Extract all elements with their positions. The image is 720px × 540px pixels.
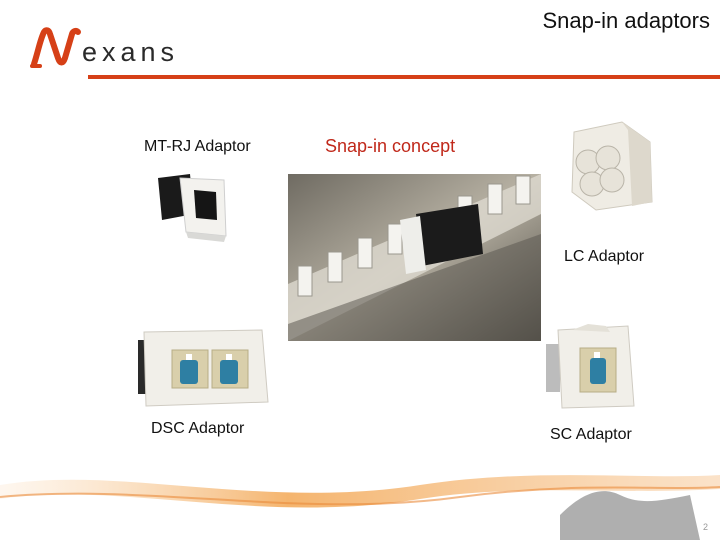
snap-in-concept-photo <box>288 174 541 341</box>
logo-wordmark: exans <box>82 37 180 67</box>
nexans-logo: exans <box>28 24 188 74</box>
lc-label: LC Adaptor <box>564 248 645 265</box>
snap-in-concept-heading: Snap-in concept <box>325 136 456 156</box>
sc-adaptor-image <box>544 320 640 412</box>
mtrj-label: MT-RJ Adaptor <box>144 138 251 155</box>
sc-label: SC Adaptor <box>550 426 632 443</box>
dsc-adaptor-image <box>136 324 272 410</box>
hand-silhouette-icon <box>560 491 700 540</box>
mtrj-adaptor-image <box>150 170 232 245</box>
header-rule <box>88 75 720 79</box>
bottom-wave-decoration <box>0 455 720 540</box>
dsc-label: DSC Adaptor <box>151 420 245 437</box>
slide-title: Snap-in adaptors <box>542 8 710 33</box>
page-number: 2 <box>702 522 708 532</box>
lc-adaptor-image <box>552 112 672 212</box>
nexans-n-mark-icon <box>30 27 81 68</box>
